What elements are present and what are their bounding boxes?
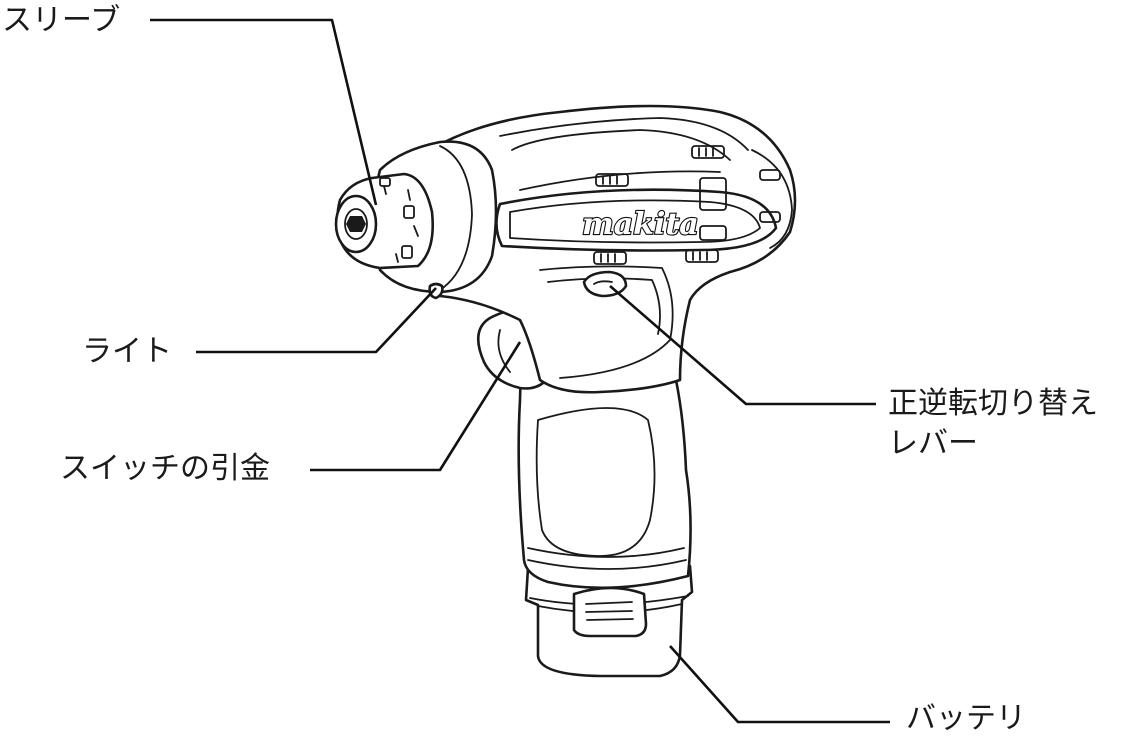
callout-reverse-lever-line2: レバー [888, 426, 978, 461]
reverse-lever [582, 270, 628, 298]
tool-body: makita [417, 104, 797, 394]
callout-battery: バッテリ [906, 701, 1026, 736]
leader-sleeve [150, 18, 378, 206]
callout-reverse-lever-line1: 正逆転切り替え [888, 386, 1098, 421]
brand-logo: makita [582, 207, 699, 242]
sleeve-chuck [334, 172, 434, 270]
callout-reverse-lever: 正逆転切り替え レバー [888, 384, 1098, 464]
battery-pack [524, 564, 694, 678]
leader-trigger [310, 341, 522, 472]
leader-battery [669, 645, 890, 724]
leader-lines [150, 18, 890, 724]
leader-light [196, 287, 437, 354]
callout-light: ライト [82, 334, 172, 369]
callout-sleeve: スリーブ [2, 3, 121, 38]
vent-slots [593, 145, 781, 265]
callout-trigger: スイッチの引金 [60, 451, 270, 486]
leader-lever [609, 285, 876, 406]
